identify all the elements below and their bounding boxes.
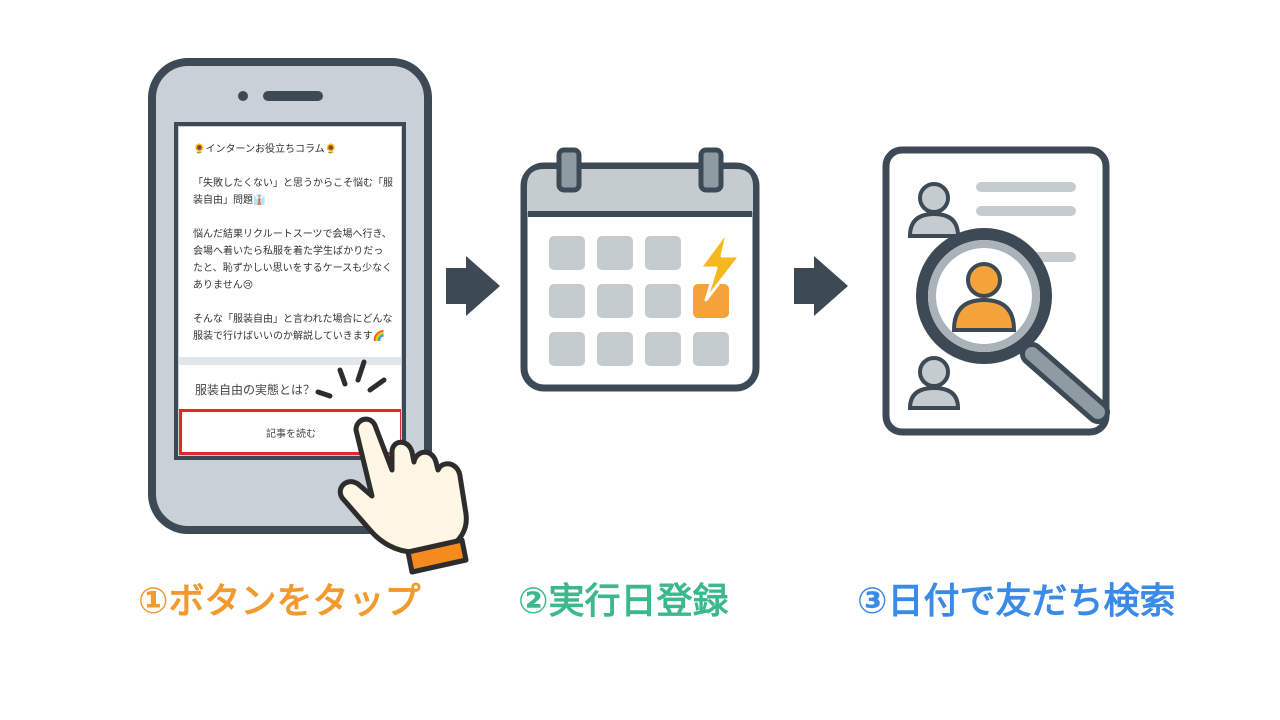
step-2-label: ②実行日登録 — [518, 581, 729, 622]
step-3-label: ③日付で友だち検索 — [857, 581, 1176, 622]
post-line: 悩んだ結果リクルートスーツで会場へ行き、会場へ着いたら私服を着た学生ばかりだった… — [193, 229, 393, 291]
divider — [179, 357, 401, 365]
article-title: 服装自由の実態とは？ — [195, 383, 316, 397]
post-line: 🌻インターンお役立ちコラム🌻 — [193, 144, 338, 155]
chat-message: 🌻インターンお役立ちコラム🌻 「失敗したくない」と思うからこそ悩む「服装自由」問… — [193, 141, 393, 362]
post-line: 「失敗したくない」と思うからこそ悩む「服装自由」問題👔 — [193, 178, 393, 206]
phone-screen: 🌻インターンお役立ちコラム🌻 「失敗したくない」と思うからこそ悩む「服装自由」問… — [178, 126, 402, 456]
post-line: そんな「服装自由」と言われた場合にどんな服装で行けばいいのか解説していきます🌈 — [193, 314, 393, 342]
step-1-label: ①ボタンをタップ — [138, 581, 421, 622]
